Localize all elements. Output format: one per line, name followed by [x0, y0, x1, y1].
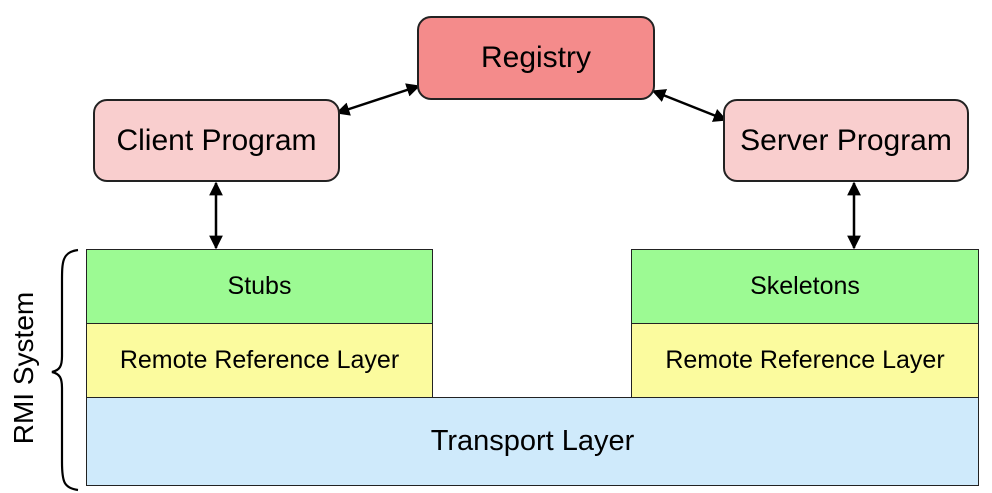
client-program-label: Client Program [116, 123, 317, 157]
registry-server-arrow [651, 89, 728, 122]
transport-layer: Transport Layer [86, 397, 979, 486]
skeletons-layer: Skeletons [631, 249, 979, 324]
server-program-box: Server Program [723, 99, 969, 182]
rmi-system-label: RMI System [8, 291, 39, 445]
client-registry-arrow [335, 83, 421, 116]
server-remote-reference-label: Remote Reference Layer [665, 346, 945, 374]
stubs-layer: Stubs [86, 249, 433, 324]
stubs-label: Stubs [227, 272, 292, 300]
server-remote-reference-layer: Remote Reference Layer [631, 323, 979, 398]
rmi-system-brace [51, 248, 79, 492]
transport-layer-label: Transport Layer [430, 425, 635, 457]
client-program-box: Client Program [93, 99, 340, 182]
server-program-label: Server Program [740, 123, 952, 157]
skeletons-label: Skeletons [750, 272, 860, 300]
client-remote-reference-layer: Remote Reference Layer [86, 323, 433, 398]
rmi-system-side-label: RMI System [2, 248, 46, 488]
client-remote-reference-label: Remote Reference Layer [119, 346, 400, 374]
registry-box: Registry [417, 16, 655, 100]
registry-label: Registry [480, 41, 592, 74]
